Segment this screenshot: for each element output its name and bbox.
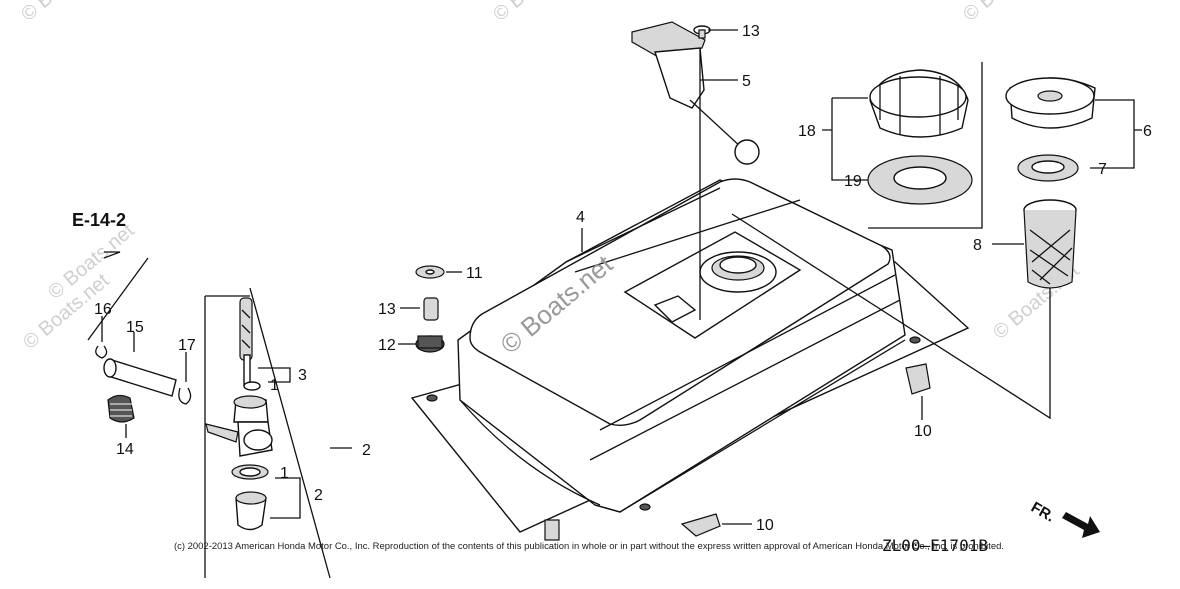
- callout-10-bottom: 10: [756, 517, 774, 534]
- callout-17-right: 17: [178, 337, 196, 354]
- callout-1-upper: 1: [270, 377, 279, 394]
- callout-6: 4: [576, 209, 585, 226]
- callout-8: 7: [1098, 161, 1107, 178]
- callout-7: 6: [1143, 123, 1152, 140]
- callout-5: 5: [742, 73, 751, 90]
- callout-16: 15: [126, 319, 144, 336]
- callout-11: 11: [466, 265, 483, 282]
- callout-2: 2: [314, 487, 323, 504]
- callout-15: 14: [116, 441, 134, 458]
- copyright-notice: (c) 2002-2013 American Honda Motor Co., …: [174, 541, 1004, 551]
- callout-10-right: 10: [914, 423, 932, 440]
- washer: [415, 265, 445, 279]
- collar: [423, 297, 439, 321]
- fuel-tank: [410, 178, 970, 541]
- tube-clip: [95, 345, 108, 359]
- callout-14: 13: [742, 23, 760, 40]
- fuel-cock: [205, 297, 273, 531]
- section-reference: E-14-2: [72, 210, 126, 230]
- fuel-tube: [103, 358, 177, 397]
- watermark-corner: © Boats.net: [489, 0, 584, 26]
- cushion-mount: [680, 513, 721, 537]
- fuel-cap: [1005, 77, 1096, 129]
- filler-cap: [869, 69, 969, 138]
- cushion-mount: [905, 363, 931, 395]
- callout-12: 12: [378, 337, 396, 354]
- tube-clip: [178, 387, 192, 405]
- callout-13: 13: [378, 301, 396, 318]
- svg-text:FR.: FR.: [1028, 499, 1057, 526]
- watermark-corner: © Boats.net: [959, 0, 1054, 26]
- diagram-code: ZL00—E1701B: [882, 536, 988, 555]
- callout-17-left: 16: [94, 301, 112, 318]
- callout-18: 18: [798, 123, 816, 140]
- fuel-strainer: [1023, 199, 1077, 289]
- rubber-mount: [415, 335, 445, 353]
- callout-4: 3: [298, 367, 307, 384]
- callout-19: 19: [844, 173, 862, 190]
- callout-9: 8: [973, 237, 982, 254]
- callout-1-lower: 1: [280, 465, 289, 482]
- watermark-corner: © Boats.net: [17, 0, 112, 26]
- front-arrow-icon: FR.: [1028, 499, 1100, 538]
- fuel-gauge: [631, 21, 760, 320]
- callout-3: 2: [362, 442, 371, 459]
- cap-packing-ring: [1017, 154, 1079, 182]
- tank-cushion: [107, 394, 135, 423]
- cap-packing: [867, 155, 973, 205]
